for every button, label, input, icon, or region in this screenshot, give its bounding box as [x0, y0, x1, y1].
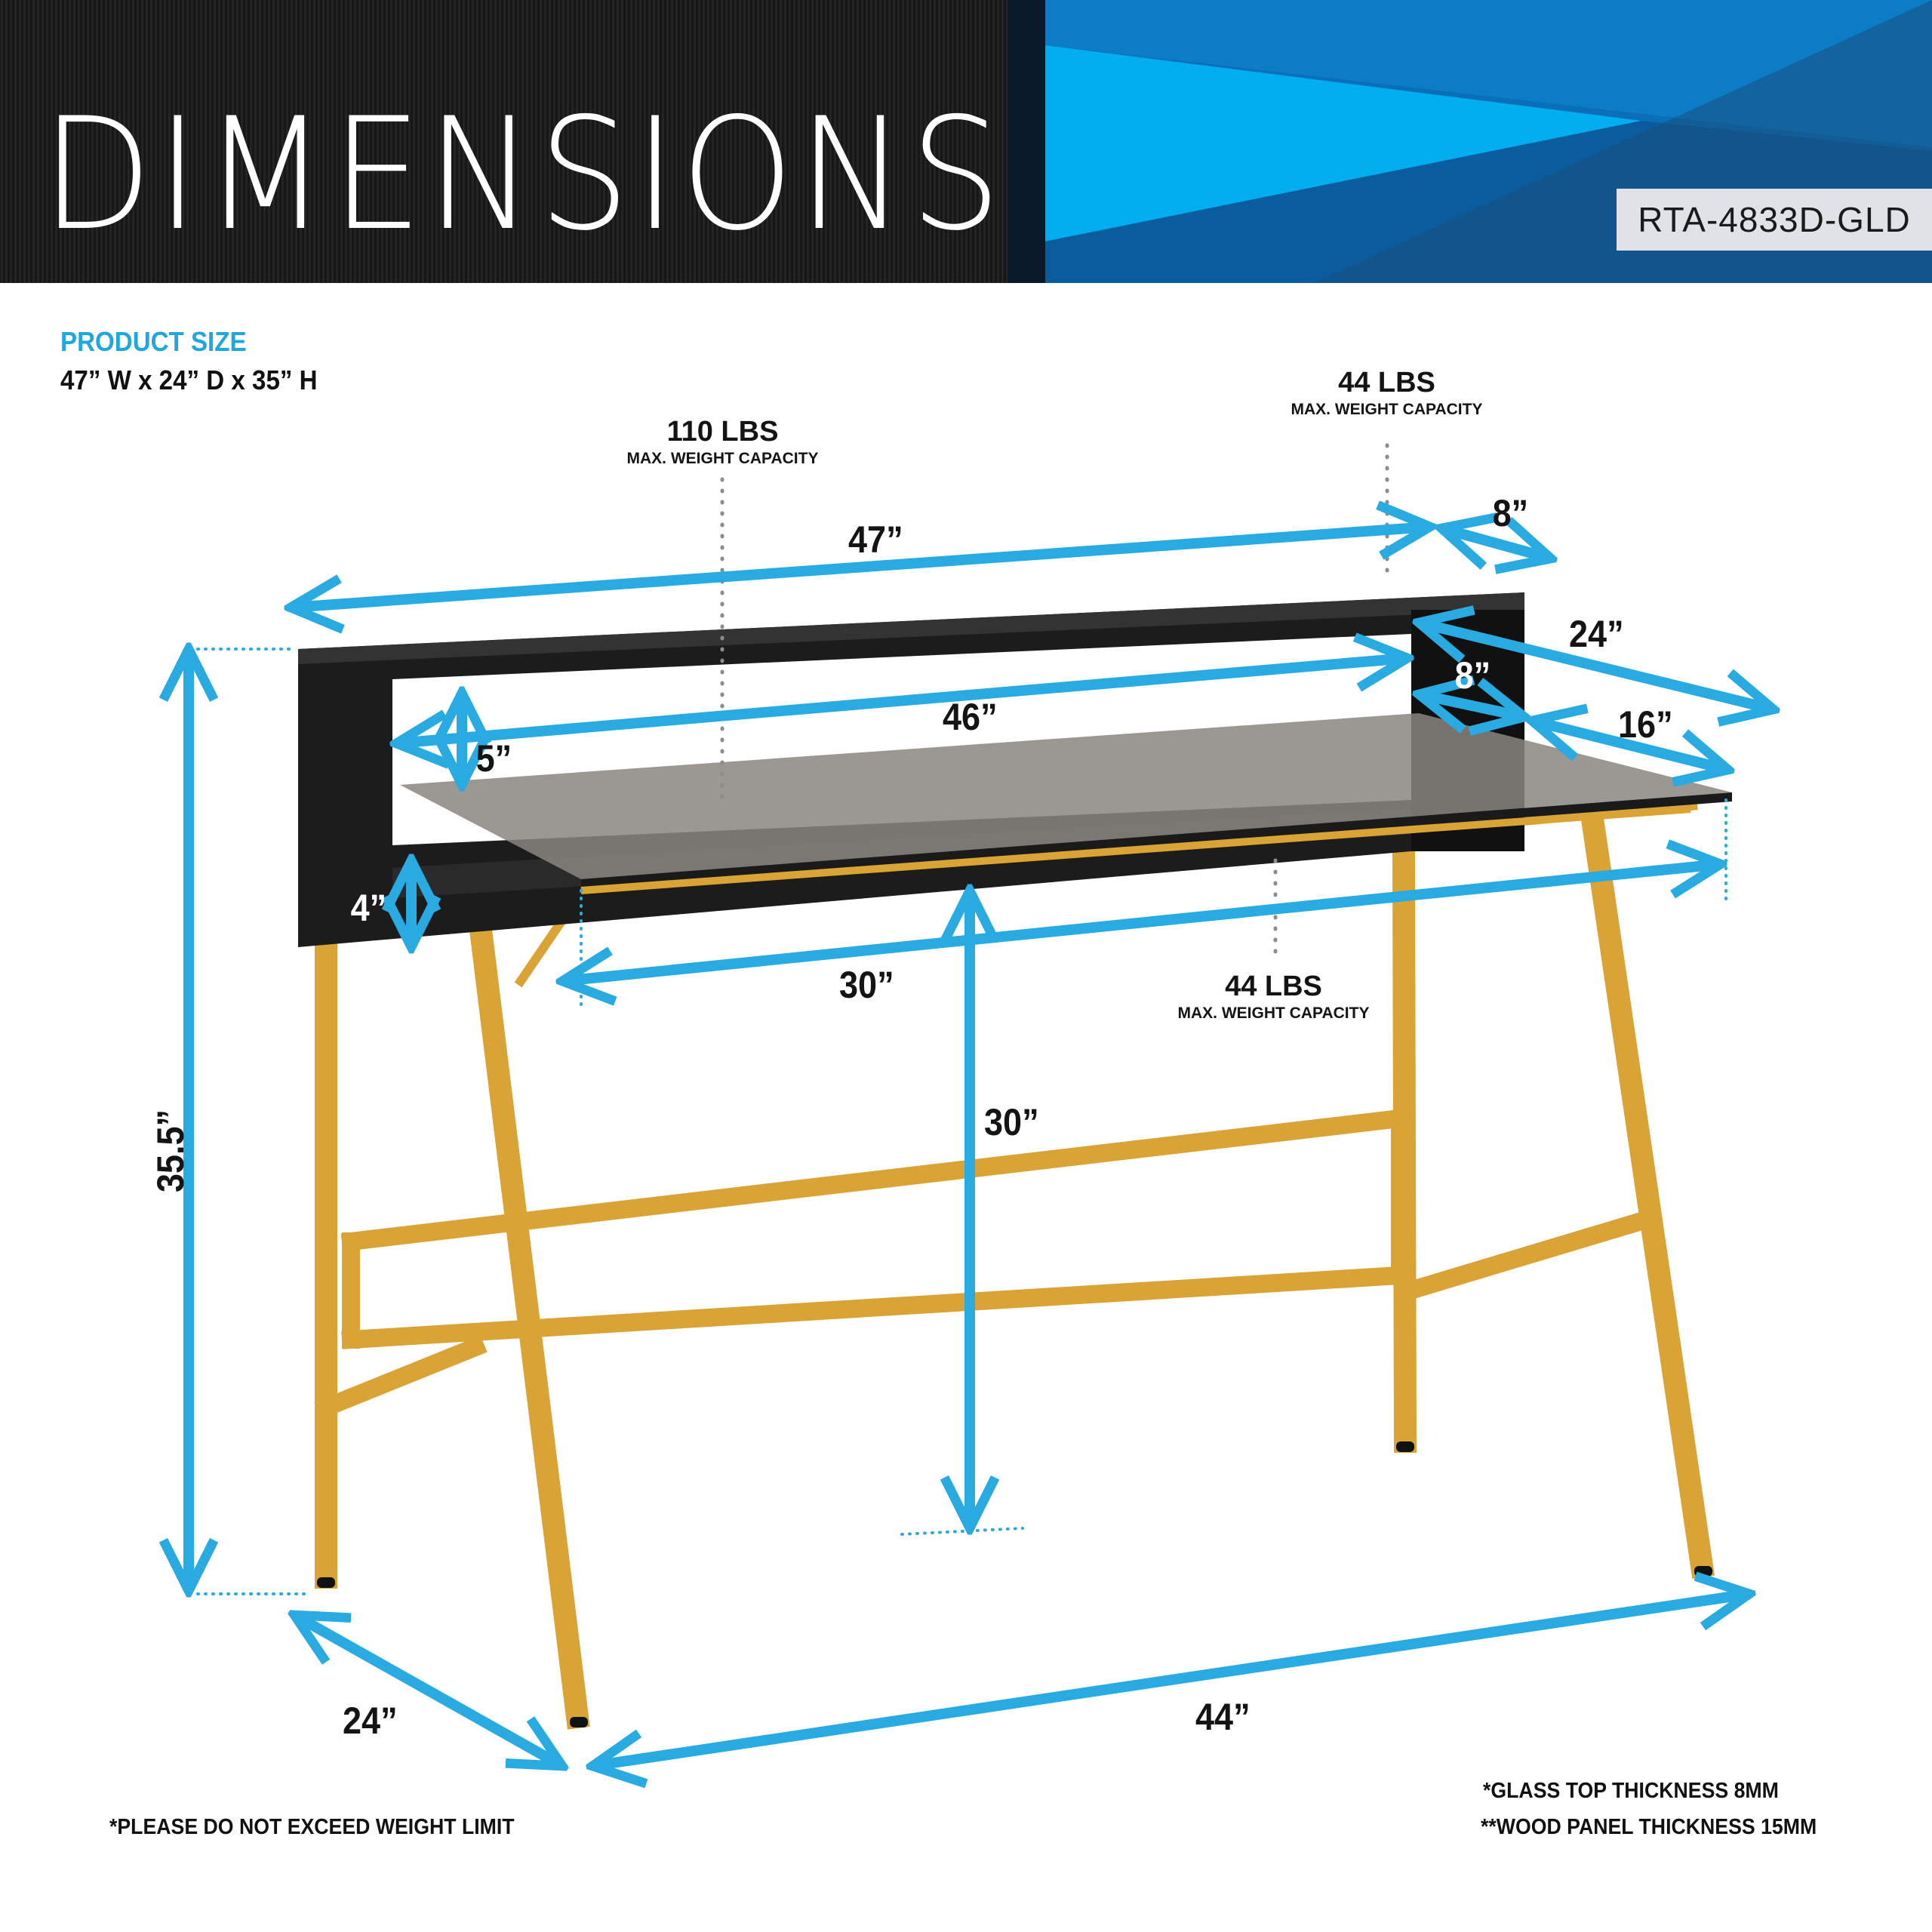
dim-hutch-opening-height: 5”: [475, 737, 512, 780]
glass-thickness-note: *GLASS TOP THICKNESS 8MM: [1483, 1779, 1779, 1803]
dim-hutch-depth-top: 8”: [1492, 492, 1529, 534]
dim-hutch-inner-depth: 8”: [1454, 654, 1491, 697]
dim-base-depth: 24”: [343, 1700, 398, 1742]
weight-value: 44 LBS: [1338, 367, 1435, 398]
dim-desktop-open-depth: 16”: [1618, 703, 1673, 746]
header-banner: DIMENSIONS RTA-4833D-GLD: [0, 0, 1932, 283]
weight-label: MAX. WEIGHT CAPACITY: [1291, 401, 1483, 418]
page-title: DIMENSIONS: [42, 85, 1006, 265]
desk-diagram: [0, 443, 1932, 1932]
dim-hutch-inner-width: 46”: [943, 696, 998, 738]
dim-hutch-width: 47”: [848, 518, 903, 561]
model-number-badge: RTA-4833D-GLD: [1617, 189, 1932, 251]
weight-capacity-desktop: 110 LBS MAX. WEIGHT CAPACITY: [604, 417, 841, 466]
weight-capacity-hutch: 44 LBS MAX. WEIGHT CAPACITY: [1268, 368, 1506, 417]
weight-label: MAX. WEIGHT CAPACITY: [1177, 1004, 1370, 1022]
weight-value: 110 LBS: [666, 416, 779, 448]
dim-base-width: 44”: [1195, 1696, 1251, 1738]
dim-glass-top-width: 30”: [839, 964, 894, 1006]
dim-lower-shelf-height: 4”: [350, 887, 387, 929]
dim-desk-surface-height: 30”: [984, 1101, 1039, 1143]
leg-feet: [317, 1441, 1712, 1727]
dimension-arrows: [189, 527, 1774, 1766]
product-size-heading: PRODUCT SIZE: [60, 326, 247, 357]
dim-overall-height: 35.5”: [149, 1109, 192, 1193]
weight-label: MAX. WEIGHT CAPACITY: [626, 450, 819, 467]
weight-limit-warning: *PLEASE DO NOT EXCEED WEIGHT LIMIT: [109, 1815, 515, 1839]
wood-thickness-note: **WOOD PANEL THICKNESS 15MM: [1481, 1815, 1817, 1839]
weight-capacity-lower-shelf: 44 LBS MAX. WEIGHT CAPACITY: [1155, 972, 1392, 1021]
product-size-value: 47” W x 24” D x 35” H: [60, 365, 318, 395]
dim-overall-depth: 24”: [1569, 613, 1624, 655]
weight-value: 44 LBS: [1225, 971, 1322, 1002]
